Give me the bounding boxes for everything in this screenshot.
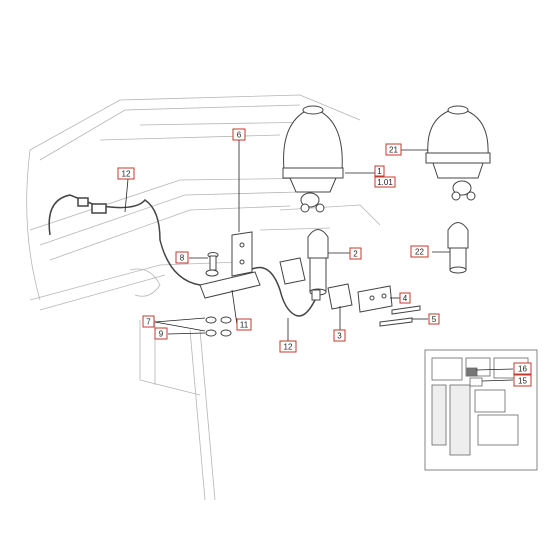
- callout-16: 16: [513, 362, 532, 375]
- connector-plug: [77, 197, 89, 207]
- callout-2: 2: [349, 247, 362, 260]
- callout-label: 9: [159, 330, 164, 339]
- callout-1: 1: [374, 165, 385, 177]
- callout-15: 15: [513, 374, 532, 387]
- callout-label: 15: [518, 377, 527, 386]
- callout-label: 16: [518, 365, 527, 374]
- callout-6: 6: [232, 128, 246, 141]
- callout-8: 8: [175, 251, 189, 264]
- callout-3: 3: [333, 329, 346, 342]
- callout-11: 11: [236, 318, 252, 331]
- callout-9: 9: [154, 327, 168, 340]
- callout-label: 12: [284, 343, 293, 352]
- bolt: [205, 252, 219, 277]
- callout-label: 6: [237, 131, 242, 140]
- callout-22: 22: [410, 245, 429, 258]
- connector-socket: [91, 203, 107, 214]
- callout-label: 2: [353, 250, 358, 259]
- mounting-pole-22: [447, 222, 469, 274]
- callout-label: 12: [122, 170, 131, 179]
- callout-label: 5: [432, 315, 437, 324]
- screws: [379, 305, 421, 327]
- callout-4: 4: [399, 292, 411, 304]
- mounting-bracket: [199, 231, 261, 299]
- callout-12-top: 12: [117, 167, 135, 180]
- washers-and-nuts: [205, 316, 232, 337]
- callout-label: 21: [389, 146, 398, 155]
- callout-12-bottom: 12: [279, 340, 297, 353]
- leader-lines: [124, 140, 514, 382]
- beacon-light-1: [282, 105, 344, 213]
- mounting-pole: [307, 229, 329, 296]
- callout-label: 7: [146, 318, 151, 327]
- callout-label: 11: [240, 321, 249, 330]
- callout-label: 1.01: [377, 178, 393, 187]
- beacon-light-21: [425, 105, 491, 201]
- callout-label: 1: [377, 167, 382, 176]
- callout-label: 4: [403, 294, 408, 303]
- callout-label: 3: [337, 332, 342, 341]
- callout-7: 7: [142, 315, 155, 328]
- clamp-blocks: [279, 257, 393, 313]
- callout-1-01: 1.01: [374, 176, 396, 188]
- harness-end-connector: [311, 289, 321, 301]
- callout-label: 8: [180, 254, 185, 263]
- callout-21: 21: [385, 143, 402, 156]
- callout-label: 22: [415, 248, 424, 257]
- callout-5: 5: [428, 313, 440, 325]
